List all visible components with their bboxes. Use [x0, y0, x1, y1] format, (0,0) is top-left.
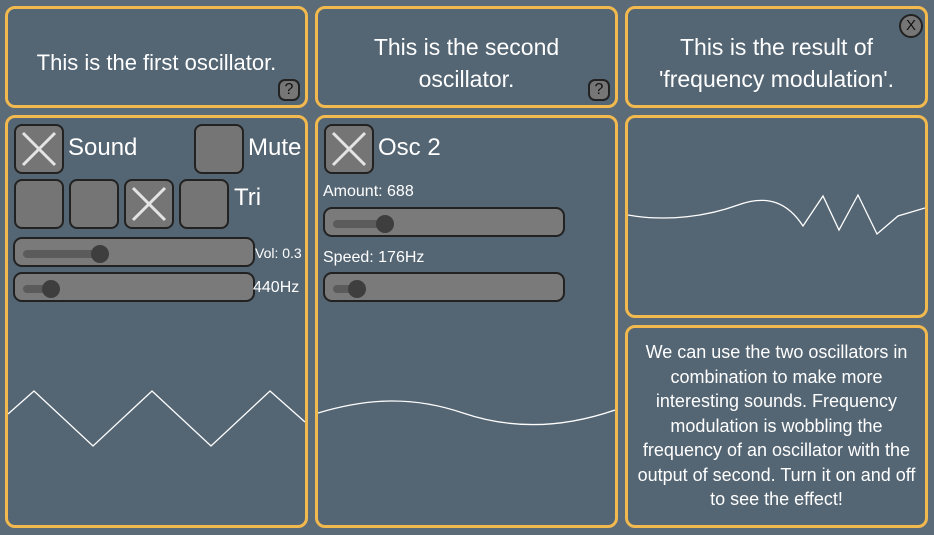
osc1-help-button[interactable]: ?	[278, 79, 300, 101]
fm-description-panel: We can use the two oscillators in combin…	[625, 325, 928, 528]
mute-label: Mute	[248, 134, 302, 161]
speed-slider-track	[333, 285, 357, 293]
speed-slider-knob[interactable]	[347, 280, 366, 298]
fm-description: We can use the two oscillators in combin…	[637, 342, 916, 509]
amount-slider-track	[333, 220, 385, 228]
amount-label: Amount: 688	[323, 183, 414, 200]
osc1-title: This is the first oscillator.	[36, 50, 277, 75]
volume-slider-track	[23, 250, 101, 258]
osc2-title-panel: This is the second oscillator. ?	[315, 6, 618, 108]
osc1-panel: Sound Mute Tri Vol: 0.3 440Hz	[5, 115, 308, 528]
volume-slider[interactable]	[13, 237, 255, 267]
fm-title-panel: This is the result of 'frequency modulat…	[625, 6, 928, 108]
fm-waveform-line	[628, 193, 925, 236]
osc2-help-button[interactable]: ?	[588, 79, 610, 101]
speed-label: Speed: 176Hz	[323, 249, 425, 266]
osc2-enable-label: Osc 2	[378, 134, 441, 161]
osc2-title: This is the second oscillator.	[373, 34, 560, 92]
speed-slider[interactable]	[323, 272, 565, 302]
fm-waveform	[628, 193, 925, 236]
sound-label: Sound	[68, 134, 138, 161]
wave-sine-checkbox[interactable]	[14, 179, 64, 229]
amount-slider-knob[interactable]	[375, 215, 394, 233]
volume-slider-knob[interactable]	[91, 245, 110, 263]
check-x-icon	[21, 131, 57, 167]
frequency-slider[interactable]	[13, 272, 255, 302]
frequency-label: 440Hz	[253, 279, 300, 296]
volume-label: Vol: 0.3	[255, 245, 302, 261]
osc1-title-panel: This is the first oscillator. ?	[5, 6, 308, 108]
close-button[interactable]: X	[899, 14, 923, 38]
sound-checkbox[interactable]	[14, 124, 64, 174]
wave-type-label: Tri	[234, 184, 262, 211]
frequency-slider-track	[23, 285, 51, 293]
fm-title: This is the result of 'frequency modulat…	[658, 34, 895, 92]
wave-square-checkbox[interactable]	[69, 179, 119, 229]
osc2-enable-checkbox[interactable]	[324, 124, 374, 174]
check-x-icon	[131, 186, 167, 222]
mute-checkbox[interactable]	[194, 124, 244, 174]
osc1-waveform	[8, 390, 305, 447]
osc2-waveform-line	[318, 400, 615, 426]
check-x-icon	[331, 131, 367, 167]
osc1-waveform-line	[8, 390, 305, 447]
wave-sawtooth-checkbox[interactable]	[179, 179, 229, 229]
amount-slider[interactable]	[323, 207, 565, 237]
fm-waveform-panel	[625, 115, 928, 318]
osc2-panel: Osc 2 Amount: 688 Speed: 176Hz	[315, 115, 618, 528]
osc2-waveform	[318, 400, 615, 426]
frequency-slider-knob[interactable]	[41, 280, 60, 298]
wave-triangle-checkbox[interactable]	[124, 179, 174, 229]
